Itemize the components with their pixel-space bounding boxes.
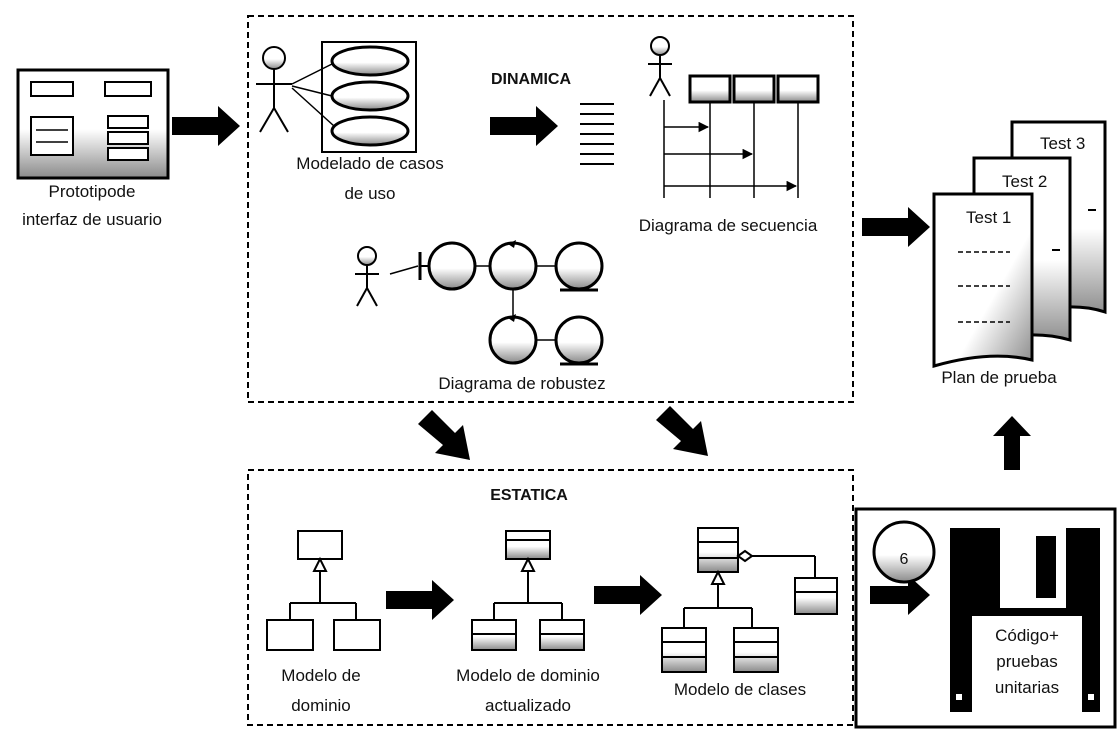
use-case-actor-icon — [256, 46, 292, 133]
test2-label: Test 2 — [1002, 172, 1048, 191]
test-plan-stack-icon — [932, 120, 1107, 368]
flow-arrow-disc-to-floppy — [870, 575, 930, 615]
flow-arrow-domain-to-updated — [386, 580, 454, 620]
domain-model-label-line2: dominio — [291, 696, 351, 715]
cd-disc-icon — [872, 520, 936, 584]
user-interface-prototype-icon — [16, 68, 170, 180]
prototype-label-line2: interfaz de usuario — [22, 210, 162, 229]
class-model-icon — [661, 527, 838, 673]
sequence-diagram-label: Diagrama de secuencia — [638, 216, 818, 235]
static-section-title: ESTATICA — [490, 487, 568, 504]
floppy-disk-icon — [950, 528, 1100, 712]
flow-arrow-prototype-to-usecase — [172, 106, 240, 146]
domain-model-icon — [266, 530, 381, 651]
class-model-label: Modelo de clases — [673, 680, 807, 699]
dynamic-section-frame — [247, 15, 854, 403]
robustness-actor-icon — [355, 246, 379, 307]
code-label-line2: pruebas — [996, 652, 1058, 671]
flow-arrow-code-to-testplan — [993, 416, 1031, 470]
code-label-line1: Código+ — [995, 626, 1059, 645]
disc-number: 6 — [899, 551, 909, 568]
updated-domain-model-icon — [471, 530, 585, 651]
flow-arrow-dynamic-to-static-right — [656, 406, 708, 456]
document-lines-icon — [580, 103, 614, 165]
flow-arrow-usecase-to-sequence — [490, 106, 558, 146]
robustness-diagram-label: Diagrama de robustez — [438, 374, 606, 393]
usecase-label-line2: de uso — [344, 184, 396, 203]
prototype-label-line1: Prototipode — [48, 182, 136, 201]
code-label-line3: unitarias — [994, 678, 1060, 697]
test1-label: Test 1 — [966, 208, 1012, 227]
robustness-diagram-icon — [389, 240, 604, 366]
updated-domain-model-label-line1: Modelo de dominio — [456, 666, 600, 685]
sequence-diagram-icon — [663, 74, 820, 198]
static-section-frame — [247, 469, 854, 726]
updated-domain-model-label-line2: actualizado — [484, 696, 571, 715]
test-plan-label: Plan de prueba — [941, 368, 1057, 387]
usecase-label-line1: Modelado de casos — [296, 154, 444, 173]
flow-arrow-updated-to-classes — [594, 575, 662, 615]
flow-arrow-dynamic-to-static-left — [418, 410, 470, 460]
test3-label: Test 3 — [1040, 134, 1086, 153]
use-case-diagram-icon — [291, 41, 417, 153]
code-section-frame — [854, 507, 1117, 729]
domain-model-label-line1: Modelo de — [281, 666, 361, 685]
dynamic-section-title: DINAMICA — [491, 71, 571, 88]
sequence-actor-icon — [648, 36, 672, 97]
flow-arrow-dynamic-to-testplan — [862, 207, 930, 247]
